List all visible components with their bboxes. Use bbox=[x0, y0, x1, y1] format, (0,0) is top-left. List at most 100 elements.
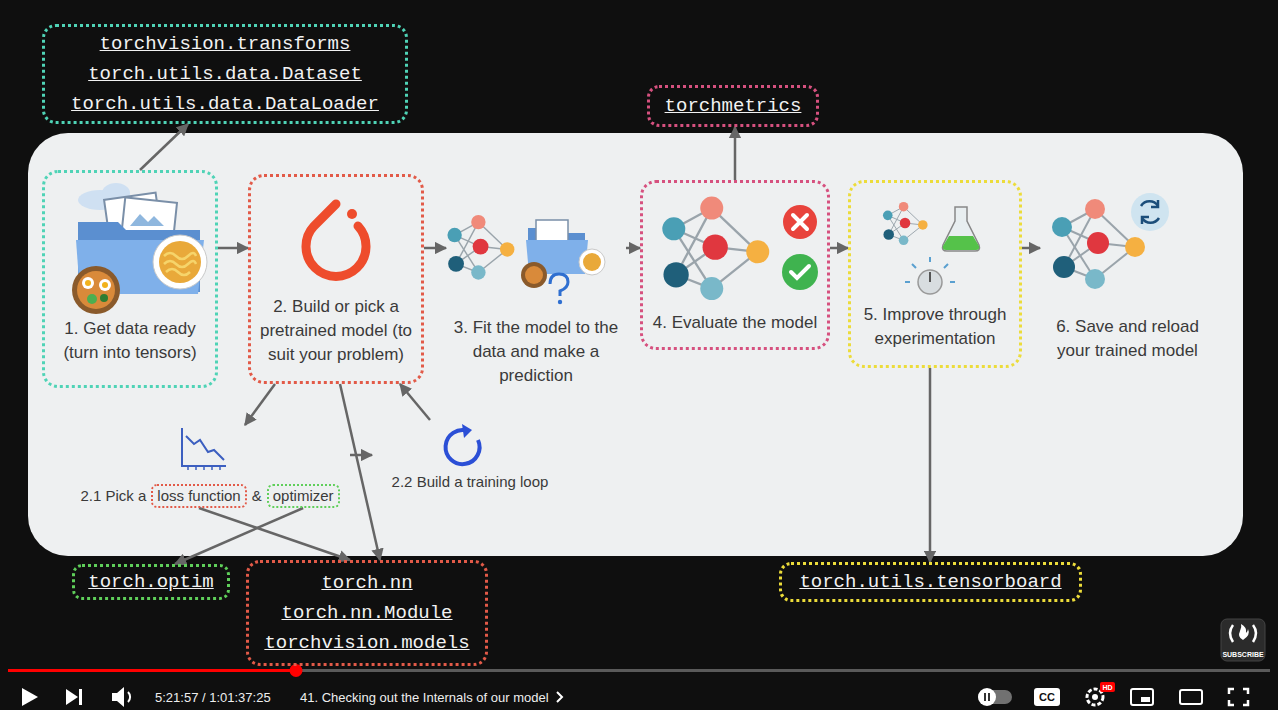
step-group: 3. Fit the model to the data and make a … bbox=[446, 205, 626, 390]
cc-label: CC bbox=[1034, 690, 1060, 704]
experiment-icon bbox=[943, 236, 979, 250]
player-controls bbox=[1092, 694, 1098, 700]
connector-arrow bbox=[830, 247, 848, 250]
player-controls bbox=[1239, 624, 1249, 640]
node-text: torch.nn.Module bbox=[281, 598, 452, 628]
player-controls bbox=[79, 689, 82, 705]
loss-chart-icon bbox=[182, 428, 226, 470]
loss-chart-icon bbox=[182, 428, 226, 466]
data-folder-icon bbox=[102, 282, 108, 288]
evaluate-icon bbox=[662, 197, 769, 301]
player-controls bbox=[1131, 689, 1153, 705]
player-controls bbox=[1100, 682, 1115, 692]
player-controls bbox=[22, 688, 38, 706]
chapter-title: 41. Checking out the Internals of our mo… bbox=[300, 690, 549, 706]
fit-icon bbox=[550, 274, 568, 296]
fit-icon bbox=[525, 266, 543, 284]
node-text: 2.2 Build a training loop bbox=[392, 472, 549, 492]
node-text: torch.optim bbox=[88, 567, 213, 597]
light-panel bbox=[28, 133, 1243, 556]
node-text: 3. Fit the model to the data and make a … bbox=[450, 316, 622, 388]
connector-arrow bbox=[245, 384, 275, 425]
pytorch-logo bbox=[347, 209, 357, 219]
loss-chart-icon bbox=[186, 436, 224, 460]
player-controls bbox=[1141, 697, 1150, 702]
evaluate-icon bbox=[662, 197, 818, 301]
subscribe-label: SUBSCRIBE bbox=[1221, 650, 1265, 660]
node-text: torch.utils.data.DataLoader bbox=[71, 89, 379, 119]
data-folder-icon bbox=[77, 271, 115, 309]
node-text: torchmetrics bbox=[665, 91, 802, 121]
player-controls bbox=[8, 669, 1270, 672]
data-folder-icon bbox=[72, 183, 207, 314]
fit-icon bbox=[579, 249, 605, 275]
node-text: optimizer bbox=[273, 486, 334, 506]
step-box: 4. Evaluate the model bbox=[640, 180, 830, 350]
data-folder-icon bbox=[100, 294, 108, 302]
player-controls bbox=[1229, 689, 1248, 705]
substep-group: 2.2 Build a training loop bbox=[372, 420, 568, 496]
loop-icon bbox=[446, 424, 480, 464]
step-box: 2. Build or pick a pretrained model (to … bbox=[248, 174, 424, 384]
player-controls bbox=[8, 619, 1270, 707]
player-controls bbox=[988, 693, 990, 701]
substep-group: 2.1 Pick a loss function&optimizer bbox=[70, 425, 350, 510]
player-controls bbox=[1221, 619, 1265, 661]
player-controls bbox=[128, 692, 130, 702]
save-icon bbox=[1052, 193, 1169, 289]
evaluate-icon bbox=[793, 215, 807, 229]
evaluate-icon bbox=[783, 205, 817, 239]
step-box: 1. Get data ready (turn into tensors) bbox=[42, 170, 218, 388]
text-row: 2.1 Pick a loss function&optimizer bbox=[80, 484, 339, 508]
data-folder-icon bbox=[72, 266, 120, 314]
node-text: torch.utils.data.Dataset bbox=[88, 59, 362, 89]
connector-arrow bbox=[424, 247, 446, 250]
data-folder-icon bbox=[130, 214, 164, 226]
node-text: 6. Save and reload your trained model bbox=[1044, 315, 1211, 363]
term-box: loss function bbox=[151, 484, 246, 508]
loop-icon bbox=[462, 424, 472, 438]
player-controls bbox=[1230, 625, 1256, 642]
fit-icon bbox=[558, 300, 562, 304]
node-text: torch.nn bbox=[321, 568, 412, 598]
node-text: 2.1 Pick a bbox=[80, 486, 146, 506]
library-box: torch.optim bbox=[72, 564, 230, 600]
player-controls bbox=[8, 669, 296, 672]
connector-arrow bbox=[350, 454, 372, 457]
experiment-icon bbox=[929, 272, 931, 282]
node-text: loss function bbox=[157, 486, 240, 506]
term-box: optimizer bbox=[267, 484, 340, 508]
fit-icon bbox=[447, 215, 605, 304]
node-text: 1. Get data ready (turn into tensors) bbox=[49, 317, 211, 365]
node-text: 5. Improve through experimentation bbox=[855, 303, 1015, 351]
chapter-chevron bbox=[557, 692, 562, 702]
data-folder-icon bbox=[87, 294, 97, 304]
hd-badge: HD bbox=[1100, 683, 1115, 693]
fit-icon bbox=[521, 262, 547, 288]
node-text: 4. Evaluate the model bbox=[653, 311, 817, 335]
fit-icon bbox=[583, 253, 601, 271]
step-box: 5. Improve through experimentation bbox=[848, 180, 1022, 368]
time-label: 5:21:57 / 1:01:37:25 bbox=[155, 690, 271, 706]
experiment-icon bbox=[943, 207, 980, 251]
experiment-icon bbox=[918, 270, 942, 294]
save-icon bbox=[1142, 200, 1158, 224]
connector-arrow bbox=[626, 247, 640, 250]
connector-arrow bbox=[218, 247, 248, 250]
data-folder-icon bbox=[99, 279, 111, 291]
experiment-icon bbox=[883, 202, 980, 294]
loop-icon bbox=[446, 430, 480, 464]
experiment-icon bbox=[883, 202, 928, 245]
connector-arrow bbox=[400, 384, 430, 420]
loss-chart-icon bbox=[188, 466, 220, 470]
node-text: torchvision.models bbox=[264, 628, 469, 658]
data-folder-icon bbox=[164, 253, 196, 275]
experiment-icon bbox=[905, 257, 955, 282]
data-folder-icon bbox=[153, 235, 207, 289]
connector-arrow bbox=[340, 384, 380, 560]
step-group: 6. Save and reload your trained model bbox=[1040, 205, 1215, 365]
pytorch-logo bbox=[306, 204, 366, 276]
connector-arrow bbox=[175, 508, 303, 564]
node-text: & bbox=[252, 486, 262, 506]
